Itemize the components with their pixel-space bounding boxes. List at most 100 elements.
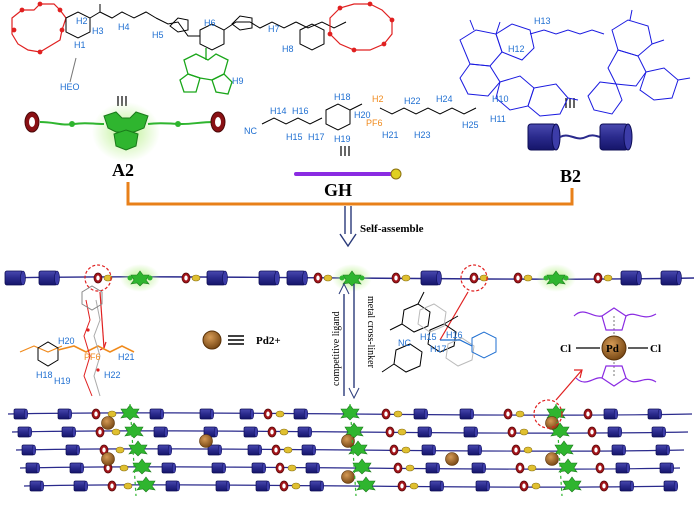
guest-end-unit <box>523 274 533 282</box>
self-assemble-arrow <box>339 206 357 248</box>
a2-center-linker <box>155 15 297 51</box>
label-pf6: PF6 <box>366 118 383 128</box>
network-pillararene <box>17 426 33 438</box>
crown-ether-unit <box>391 272 401 284</box>
network-pillararene <box>309 480 325 492</box>
label-competitive-ligand: competitive ligand <box>331 311 342 386</box>
network-guest <box>287 464 297 472</box>
network-guest <box>393 410 403 418</box>
network-pillararene <box>239 408 255 420</box>
guest-end-unit <box>401 274 411 282</box>
network-guest <box>527 464 537 472</box>
network-guest <box>409 482 419 490</box>
label-h14: H14 <box>270 106 287 116</box>
label-inset-h15: H15 <box>420 332 437 342</box>
pillararene-unit <box>286 270 308 286</box>
guest-end-unit <box>323 274 333 282</box>
network-pillararene <box>165 480 181 492</box>
network-crown-ether <box>271 444 281 456</box>
network-crown-ether <box>279 480 289 492</box>
crown-ether-unit <box>593 272 603 284</box>
network-pillararene <box>211 462 227 474</box>
network-pillararene <box>207 444 223 456</box>
label-inset-pf6: PF6 <box>84 352 101 362</box>
label-h5: H5 <box>152 30 164 40</box>
zoom-inset-left <box>19 285 135 397</box>
label-inset-h17: H17 <box>430 344 447 354</box>
network-pillararene <box>243 426 259 438</box>
gh-cartoon <box>294 168 402 180</box>
network-bodipy <box>562 476 582 493</box>
network-pillararene <box>459 408 475 420</box>
network-crown-ether <box>595 462 605 474</box>
network-bodipy <box>136 476 156 493</box>
pillararene-unit <box>4 270 26 286</box>
network-crown-ether <box>389 444 399 456</box>
network-crown-ether <box>95 426 105 438</box>
crown-ether-unit <box>181 272 191 284</box>
network-bodipy <box>124 422 144 439</box>
network-guest <box>405 464 415 472</box>
network-crown-ether <box>381 408 391 420</box>
network-crown-ether <box>515 462 525 474</box>
network-pillararene <box>153 426 169 438</box>
pd-complex-inset <box>573 307 657 387</box>
pd-crosslink <box>341 470 355 484</box>
network-crown-ether <box>107 480 117 492</box>
pd-crosslink <box>545 452 559 466</box>
label-h20: H20 <box>354 110 371 120</box>
network-pillararene <box>663 480 679 492</box>
label-inset-h20: H20 <box>58 336 75 346</box>
network-crown-ether <box>275 462 285 474</box>
label-self-assemble: Self-assemble <box>360 223 424 235</box>
label-h25: H25 <box>462 120 479 130</box>
network-pillararene <box>69 462 85 474</box>
bodipy-link-dot <box>359 275 365 281</box>
network-pillararene <box>467 444 483 456</box>
highlight-circle-right <box>460 264 488 292</box>
label-h12: H12 <box>508 44 525 54</box>
label-nc: NC <box>244 126 257 136</box>
network-guest <box>515 410 525 418</box>
label-metal-crosslinker: metal cross-linker <box>365 296 376 369</box>
network-bodipy <box>352 458 372 475</box>
bodipy-link-dot <box>563 275 569 281</box>
network-bodipy <box>128 440 148 457</box>
label-h1: H1 <box>74 40 86 50</box>
label-b2: B2 <box>560 166 581 186</box>
network-guest <box>401 446 411 454</box>
b2-cartoon <box>527 123 633 151</box>
label-h23: H23 <box>414 130 431 140</box>
network-pillararene <box>215 480 231 492</box>
label-h8: H8 <box>282 44 294 54</box>
label-cl-right: Cl <box>650 343 661 355</box>
gh-structure <box>261 103 477 131</box>
network-guest <box>283 446 293 454</box>
a2-right-benzene <box>295 21 347 51</box>
network-guest <box>397 428 407 436</box>
network-guest <box>291 482 301 490</box>
crown-ether-unit <box>469 272 479 284</box>
label-inset-h16: H16 <box>446 330 463 340</box>
network-guest <box>115 446 125 454</box>
b2-structure <box>459 9 691 117</box>
bodipy-link-dot <box>127 275 133 281</box>
label-inset-h22: H22 <box>104 370 121 380</box>
guest-end-unit <box>603 274 613 282</box>
crown-ether-unit <box>513 272 523 284</box>
network-crown-ether <box>503 408 513 420</box>
pillararene-unit <box>660 270 682 286</box>
network-pillararene <box>157 444 173 456</box>
pd-legend-equals <box>228 335 244 345</box>
pillararene-unit <box>420 270 442 286</box>
a2-left-benzene <box>65 4 157 39</box>
network-pillararene <box>25 462 41 474</box>
network-pillararene <box>611 444 627 456</box>
pd-crosslink <box>445 452 459 466</box>
network-pillararene <box>57 408 73 420</box>
network-crown-ether <box>511 444 521 456</box>
label-pd2: Pd2+ <box>256 335 281 347</box>
crosslinked-network <box>7 403 693 497</box>
combine-bracket <box>126 182 574 206</box>
